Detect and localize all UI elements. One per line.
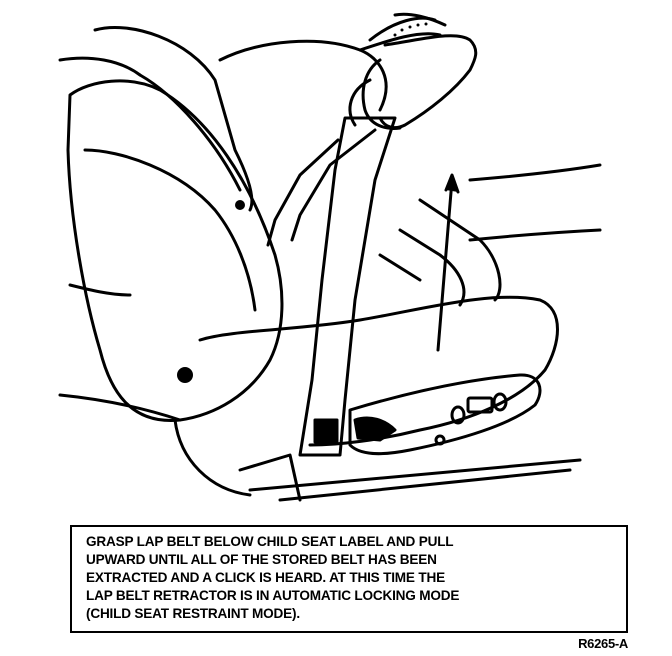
- caption-line: (CHILD SEAT RESTRAINT MODE).: [86, 606, 300, 621]
- hand-outline: [378, 34, 478, 130]
- seat-belt-illustration: [58, 12, 602, 502]
- caption-line: GRASP LAP BELT BELOW CHILD SEAT LABEL AN…: [86, 534, 454, 549]
- child-seat-shell: [66, 79, 284, 422]
- vehicle-seat-cushion: [198, 295, 559, 447]
- lap-belt-strap: [298, 116, 397, 457]
- caption-line: LAP BELT RETRACTOR IS IN AUTOMATIC LOCKI…: [86, 588, 460, 603]
- instruction-caption-box: GRASP LAP BELT BELOW CHILD SEAT LABEL AN…: [70, 525, 628, 633]
- upholstery-shading: [177, 22, 428, 383]
- floor-track: [248, 458, 582, 492]
- instruction-text: GRASP LAP BELT BELOW CHILD SEAT LABEL AN…: [86, 533, 618, 623]
- seat-side-trim: [348, 373, 542, 456]
- figure-reference-code: R6265-A: [578, 636, 628, 651]
- caption-line: UPWARD UNTIL ALL OF THE STORED BELT HAS …: [86, 552, 437, 567]
- caption-line: EXTRACTED AND A CLICK IS HEARD. AT THIS …: [86, 570, 445, 585]
- child-seat-label: [313, 418, 339, 444]
- upward-arrow: [436, 178, 454, 352]
- seat-control-switch: [466, 396, 494, 414]
- rear-seat-cushion: [218, 39, 388, 112]
